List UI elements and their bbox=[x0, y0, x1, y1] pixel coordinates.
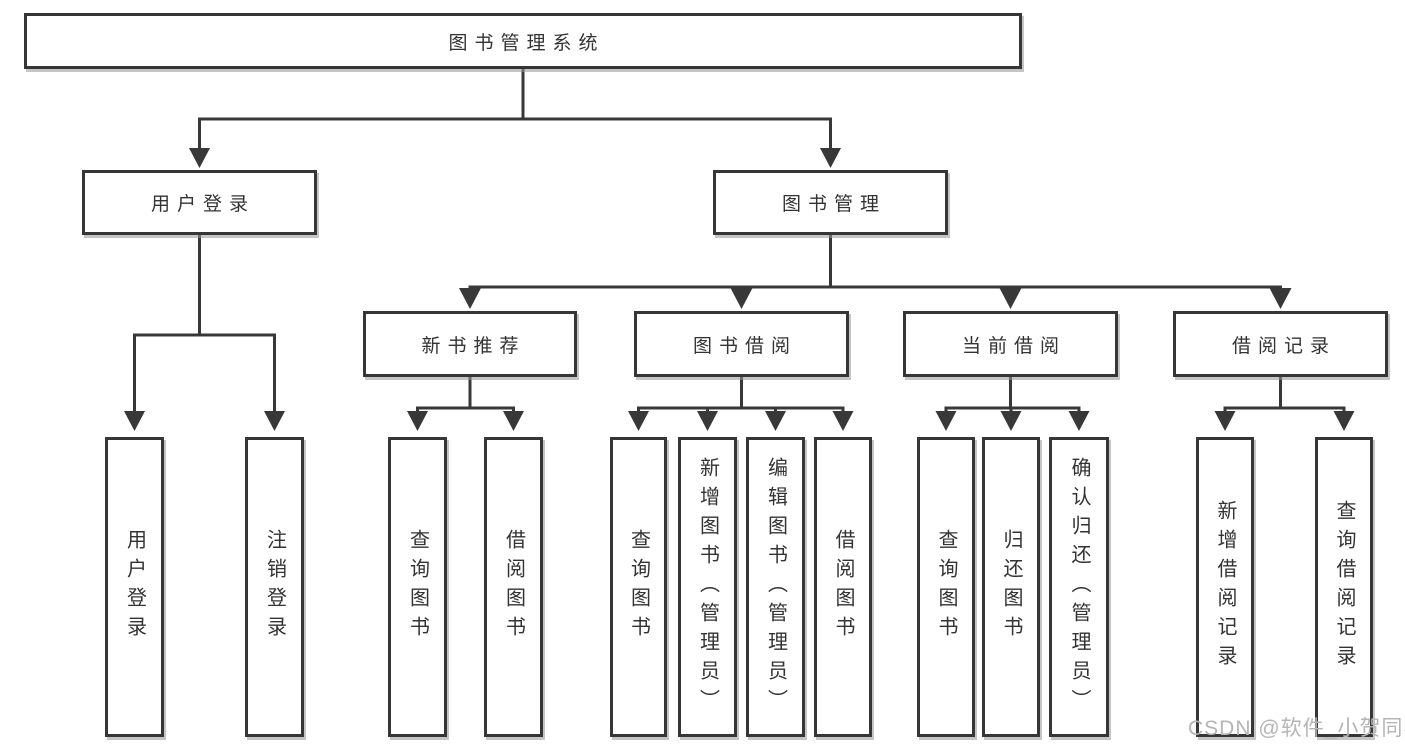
node-current-borrowing: 当前借阅 bbox=[903, 311, 1118, 377]
arrowhead-down-icon bbox=[999, 288, 1022, 309]
arrowhead-down-icon bbox=[628, 411, 649, 431]
node-new-book-recommend: 新书推荐 bbox=[363, 311, 577, 377]
node-leaf-borrow-books-1: 借阅图书 bbox=[484, 437, 543, 737]
arrowhead-down-icon bbox=[1068, 411, 1090, 431]
node-borrowing-records: 借阅记录 bbox=[1173, 311, 1388, 377]
node-root: 图书管理系统 bbox=[24, 13, 1022, 69]
node-book-borrowing: 图书借阅 bbox=[634, 311, 849, 377]
arrowhead-down-icon bbox=[189, 148, 210, 168]
node-leaf-label: 注销登录 bbox=[263, 529, 286, 645]
node-borrowing-records-label: 借阅记录 bbox=[1231, 335, 1336, 357]
node-leaf-label: 查询图书 bbox=[627, 529, 650, 645]
arrowhead-down-icon bbox=[832, 411, 854, 431]
node-user-login-label: 用户登录 bbox=[150, 194, 255, 215]
arrowhead-down-icon bbox=[459, 288, 481, 309]
arrowhead-down-icon bbox=[1333, 411, 1355, 431]
node-leaf-label: 新增借阅记录 bbox=[1214, 500, 1236, 674]
arrowhead-down-icon bbox=[407, 411, 428, 431]
node-book-management-label: 图书管理 bbox=[781, 194, 886, 215]
arrowhead-down-icon bbox=[503, 411, 524, 431]
node-leaf-label: 查询借阅记录 bbox=[1333, 500, 1355, 674]
node-leaf-label: 查询图书 bbox=[406, 529, 429, 645]
node-leaf-label: 确认归还（管理员） bbox=[1068, 456, 1090, 718]
node-new-book-recommend-label: 新书推荐 bbox=[421, 335, 526, 357]
node-leaf-user-login: 用户登录 bbox=[105, 437, 164, 737]
arrowhead-down-icon bbox=[765, 411, 786, 431]
node-leaf-logout: 注销登录 bbox=[245, 437, 304, 737]
node-leaf-query-borrow-record: 查询借阅记录 bbox=[1315, 437, 1373, 737]
arrowhead-down-icon bbox=[1269, 288, 1292, 309]
csdn-watermark: CSDN @软件_小贺同学 bbox=[1188, 717, 1405, 740]
node-leaf-confirm-return-admin: 确认归还（管理员） bbox=[1049, 437, 1109, 737]
arrowhead-down-icon bbox=[264, 411, 285, 431]
node-leaf-label: 查询图书 bbox=[935, 529, 957, 645]
node-leaf-label: 借阅图书 bbox=[832, 529, 854, 645]
node-leaf-label: 编辑图书（管理员） bbox=[764, 456, 787, 718]
node-leaf-label: 借阅图书 bbox=[502, 529, 525, 645]
node-user-login: 用户登录 bbox=[82, 170, 317, 235]
node-leaf-label: 新增图书（管理员） bbox=[696, 456, 719, 718]
node-leaf-add-borrow-record: 新增借阅记录 bbox=[1196, 437, 1254, 737]
node-leaf-query-books-1: 查询图书 bbox=[388, 437, 447, 737]
arrowhead-down-icon bbox=[697, 411, 718, 431]
node-leaf-query-books-3: 查询图书 bbox=[917, 437, 975, 737]
arrowhead-down-icon bbox=[730, 288, 753, 309]
node-leaf-label: 用户登录 bbox=[123, 529, 146, 645]
arrowhead-down-icon bbox=[820, 148, 841, 168]
node-leaf-return-books: 归还图书 bbox=[982, 437, 1040, 737]
arrowhead-down-icon bbox=[935, 411, 957, 431]
node-leaf-query-books-2: 查询图书 bbox=[610, 437, 667, 737]
node-leaf-label: 归还图书 bbox=[1000, 529, 1022, 645]
arrowhead-down-icon bbox=[124, 411, 145, 431]
arrowhead-down-icon bbox=[1214, 411, 1236, 431]
arrowhead-down-icon bbox=[1000, 411, 1022, 431]
node-root-label: 图书管理系统 bbox=[448, 32, 605, 54]
node-leaf-borrow-books-2: 借阅图书 bbox=[814, 437, 872, 737]
node-book-borrowing-label: 图书借阅 bbox=[692, 335, 797, 357]
node-current-borrowing-label: 当前借阅 bbox=[961, 335, 1066, 357]
node-leaf-edit-book-admin: 编辑图书（管理员） bbox=[746, 437, 805, 737]
node-book-management: 图书管理 bbox=[713, 170, 948, 235]
node-leaf-add-book-admin: 新增图书（管理员） bbox=[678, 437, 737, 737]
